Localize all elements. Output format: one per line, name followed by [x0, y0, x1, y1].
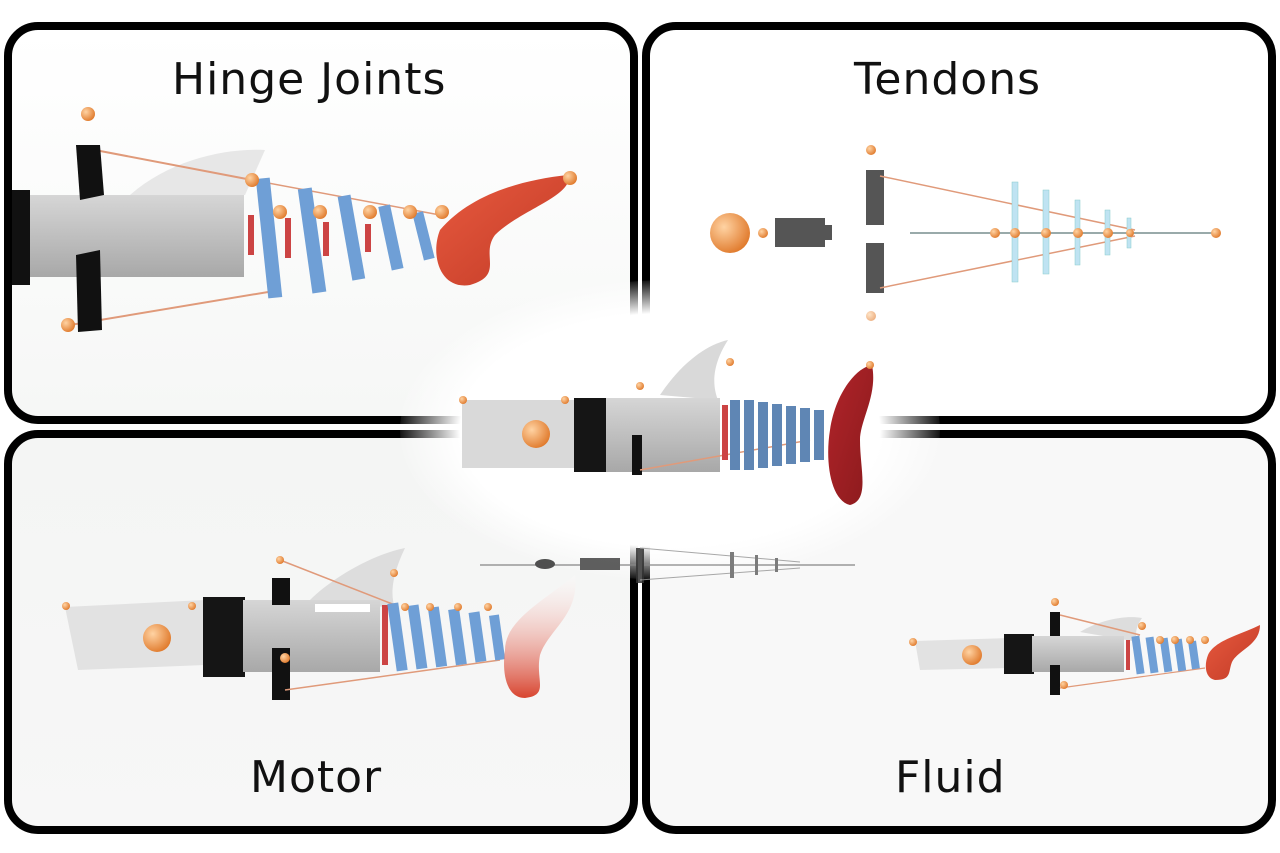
- fluid-dorsal-fin: [1080, 617, 1142, 642]
- center-body: [606, 398, 720, 472]
- tendon-line-bottom: [879, 235, 1136, 289]
- hinge-joint-balls: [61, 107, 577, 332]
- motor-dorsal-fin: [310, 548, 405, 608]
- center-dorsal-fin: [660, 340, 728, 400]
- tendon-ball-large: [710, 213, 750, 253]
- fluid-segments: [1126, 635, 1200, 675]
- fluid-title: Fluid: [895, 752, 1006, 803]
- hinge-joints-title: Hinge Joints: [172, 54, 447, 105]
- motor-balls: [62, 556, 492, 663]
- fluid-tail-fin: [1205, 625, 1260, 680]
- hinge-body: [12, 195, 244, 277]
- motor-tail-fin: [504, 575, 576, 698]
- tendons-fish: [710, 145, 1221, 321]
- hinge-tail-fin: [436, 175, 569, 286]
- tendon-balls: [990, 228, 1221, 238]
- tendon-line-top: [879, 175, 1136, 231]
- motor-title: Motor: [250, 752, 383, 803]
- fluid-ball: [962, 645, 982, 665]
- hinge-top-strut: [76, 145, 104, 200]
- tendon-anchor-bottom: [866, 243, 884, 293]
- motor-head-plate: [65, 600, 205, 670]
- fluid-block: [1004, 634, 1034, 674]
- motor-fish: [62, 548, 576, 700]
- center-black-block: [574, 398, 610, 472]
- center-fish: [459, 340, 874, 505]
- center-segments: [722, 400, 824, 470]
- center-side-view: [480, 547, 855, 583]
- hinge-fish: [12, 107, 577, 332]
- tendons-title: Tendons: [854, 54, 1042, 105]
- hinge-bottom-strut: [76, 250, 102, 332]
- hinge-tendon-top: [94, 149, 253, 181]
- hinge-tendon-bottom: [69, 289, 281, 326]
- motor-block: [203, 597, 245, 677]
- tendon-clamp: [775, 218, 832, 247]
- motor-segments: [382, 602, 506, 672]
- hinge-head-block: [12, 190, 30, 285]
- center-head-plate: [462, 400, 578, 468]
- hinge-dorsal-fin: [130, 149, 265, 195]
- center-ball: [522, 420, 550, 448]
- center-tail-fin: [828, 365, 874, 505]
- hinge-joint-segments: [248, 177, 435, 299]
- tendon-anchor-top: [866, 170, 884, 225]
- fluid-body: [1032, 636, 1124, 672]
- fluid-balls: [909, 598, 1209, 689]
- fluid-fish: [909, 598, 1260, 695]
- motor-ball: [143, 624, 171, 652]
